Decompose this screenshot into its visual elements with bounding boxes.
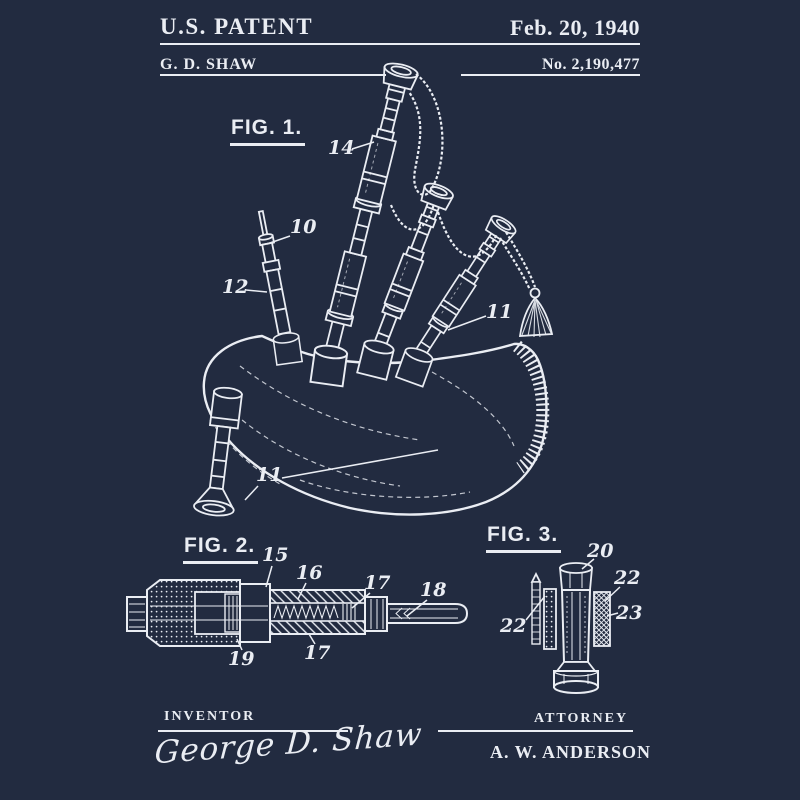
- part-label-17-top: 17: [364, 572, 391, 594]
- fig2-leader-lines: [236, 565, 428, 651]
- valve-body: [560, 589, 592, 663]
- inventor-rule: [158, 730, 348, 732]
- blowpipe: [252, 208, 294, 336]
- attorney-heading: ATTORNEY: [534, 711, 629, 726]
- part-label-16: 16: [296, 562, 323, 584]
- fig2-caption: FIG. 2.: [183, 534, 259, 564]
- fig3-leader-lines: [525, 558, 621, 621]
- part-label-22-left: 22: [500, 615, 527, 637]
- part-label-14: 14: [328, 137, 355, 159]
- spring-coil: [273, 604, 339, 620]
- part-label-22-right: 22: [614, 567, 641, 589]
- inventor-heading: INVENTOR: [164, 709, 256, 724]
- valve-screw: [530, 571, 542, 645]
- drone-cords: [389, 73, 537, 291]
- part-label-15: 15: [262, 544, 289, 566]
- patent-title: U.S. PATENT: [160, 14, 314, 39]
- patent-number: No. 2,190,477: [541, 56, 640, 73]
- fig1-bagpipe-drawing: [192, 59, 554, 519]
- tassel: [518, 287, 554, 338]
- part-label-11-bottom: 11: [256, 464, 283, 486]
- valve-pad-right: [593, 591, 611, 647]
- fig1-caption: FIG. 1.: [230, 116, 306, 146]
- fig1-leader-lines: [244, 141, 487, 501]
- fig2-valve-section-drawing: [126, 565, 469, 651]
- attorney-rule: [438, 730, 633, 732]
- part-label-18: 18: [420, 579, 447, 601]
- fig3-caption: FIG. 3.: [486, 523, 562, 553]
- valve-pad-left: [543, 588, 557, 650]
- part-label-23: 23: [616, 602, 643, 624]
- part-label-19: 19: [228, 648, 255, 670]
- applicant-name: G. D. SHAW: [160, 56, 258, 73]
- part-label-20: 20: [587, 540, 614, 562]
- header-rule-bottom-left: [160, 74, 386, 76]
- bag-fringe: [512, 340, 550, 474]
- part-label-10: 10: [290, 216, 317, 238]
- fig3-valve-body-drawing: [525, 558, 621, 694]
- part-label-17-bottom: 17: [304, 642, 331, 664]
- attorney-name: A. W. ANDERSON: [490, 742, 652, 762]
- header-rule-top: [160, 43, 640, 45]
- part-label-12: 12: [222, 276, 249, 298]
- header-rule-bottom-right: [461, 74, 640, 76]
- patent-date: Feb. 20, 1940: [510, 15, 640, 40]
- valve-foot: [553, 661, 599, 694]
- part-label-11-right: 11: [486, 301, 513, 323]
